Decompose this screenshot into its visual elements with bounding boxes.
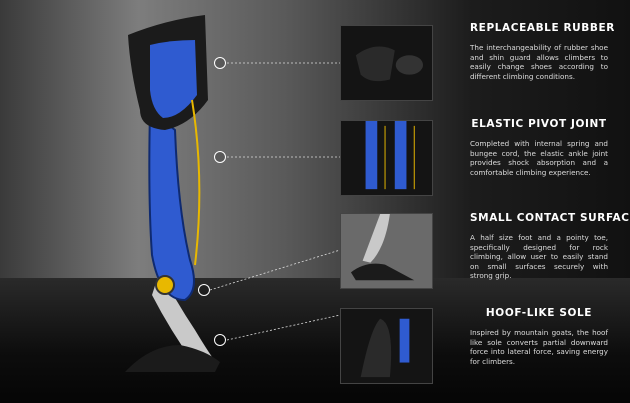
feature-title: ELASTIC PIVOT JOINT [471,118,607,130]
callout-marker-2 [214,151,226,163]
feature-title: REPLACEABLE RUBBER [470,22,615,34]
thumbnail-rubber-parts [340,25,433,101]
feature-replaceable-rubber: REPLACEABLE RUBBER The interchangeabilit… [470,22,615,81]
feature-hoof-like-sole: HOOF-LIKE SOLE Inspired by mountain goat… [470,307,608,366]
feature-title: HOOF-LIKE SOLE [485,307,593,319]
feature-title: SMALL CONTACT SURFACE [470,212,630,224]
feature-description: Inspired by mountain goats, the hoof lik… [470,328,608,366]
bungee-cord [191,99,201,266]
blue-strut [148,107,195,302]
callout-marker-3 [198,284,210,296]
feature-elastic-pivot-joint: ELASTIC PIVOT JOINT Completed with inter… [470,118,608,177]
prosthetic-leg-illustration [125,15,340,372]
thumbnail-contact-surface [340,213,433,289]
feature-description: Completed with internal spring and bunge… [470,139,608,177]
feature-description: A half size foot and a pointy toe, speci… [470,233,608,281]
socket-blue-panel [150,40,197,118]
thumbnail-hoof-sole [340,308,433,384]
callout-marker-4 [214,334,226,346]
hoof-sole [125,345,220,372]
callout-marker-1 [214,57,226,69]
reflective-floor [0,278,630,403]
feature-small-contact-surface: SMALL CONTACT SURFACE A half size foot a… [470,212,630,281]
pivot-joint [155,275,175,295]
feature-description: The interchangeability of rubber shoe an… [470,43,608,81]
thumbnail-pivot-joint [340,120,433,196]
